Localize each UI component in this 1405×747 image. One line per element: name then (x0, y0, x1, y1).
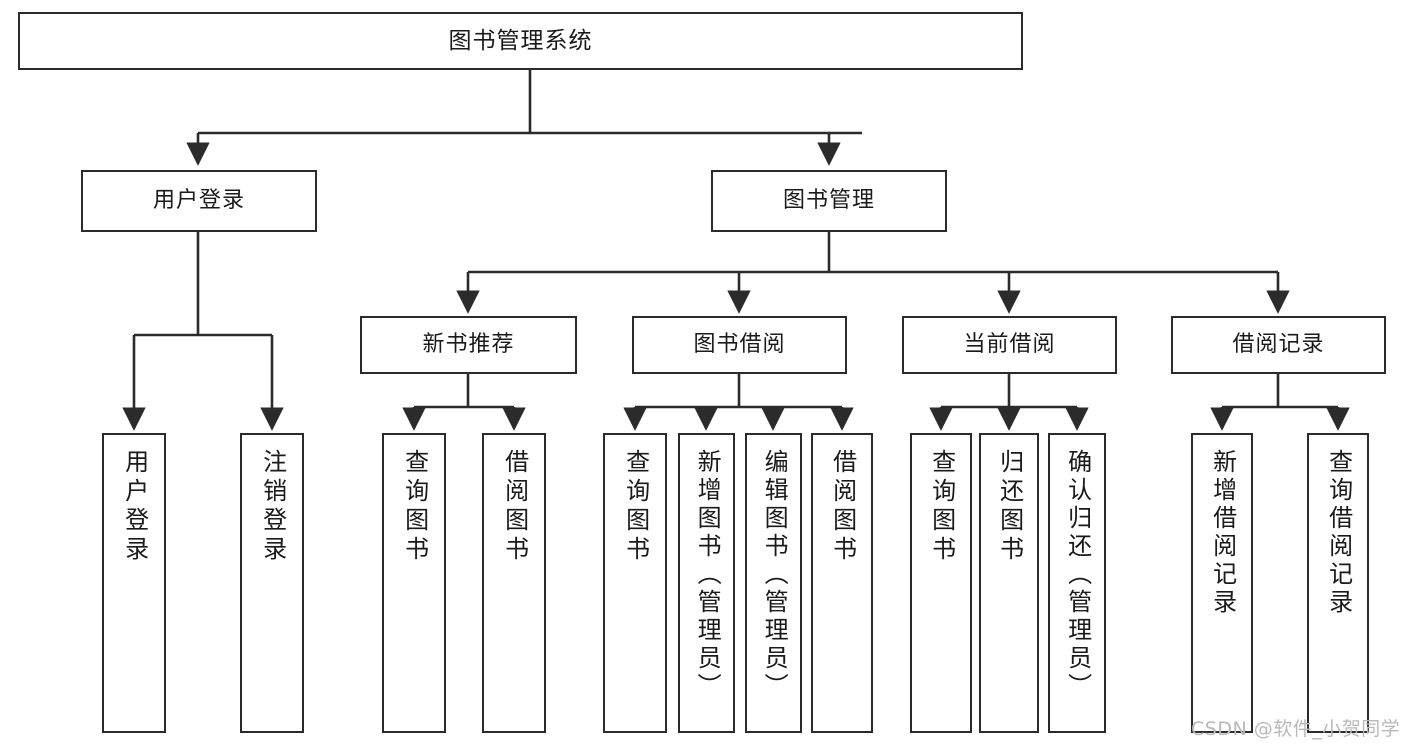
node-label: 归还图书 (995, 449, 1024, 565)
node-label: 图书借阅 (693, 332, 786, 357)
node-label: 新书推荐 (422, 332, 515, 357)
node-new-book-recommendation[interactable]: 新书推荐 (360, 316, 577, 374)
node-leaf-borrow-book-recommend[interactable]: 借阅图书 (482, 433, 546, 733)
node-leaf-borrow-book[interactable]: 借阅图书 (811, 433, 873, 733)
node-label: 图书管理 (782, 188, 875, 213)
node-leaf-query-borrow-record[interactable]: 查询借阅记录 (1307, 433, 1369, 733)
node-borrow-record[interactable]: 借阅记录 (1171, 316, 1386, 374)
node-label: 注销登录 (258, 449, 287, 565)
node-leaf-add-book-admin[interactable]: 新增图书（管理员） (678, 433, 735, 733)
node-label: 确认归还（管理员） (1063, 449, 1092, 701)
node-leaf-confirm-return-admin[interactable]: 确认归还（管理员） (1048, 433, 1106, 733)
node-leaf-add-borrow-record[interactable]: 新增借阅记录 (1191, 433, 1253, 733)
node-current-borrow[interactable]: 当前借阅 (902, 316, 1117, 374)
node-label: 查询图书 (621, 449, 650, 565)
node-label: 当前借阅 (963, 332, 1056, 357)
node-leaf-query-book-current[interactable]: 查询图书 (910, 433, 972, 733)
node-label: 借阅记录 (1232, 332, 1325, 357)
node-leaf-logout[interactable]: 注销登录 (240, 433, 304, 733)
node-label: 新增借阅记录 (1208, 449, 1237, 617)
node-label: 查询借阅记录 (1324, 449, 1353, 617)
node-leaf-return-book[interactable]: 归还图书 (979, 433, 1039, 733)
node-book-management[interactable]: 图书管理 (711, 170, 947, 232)
node-book-management-system[interactable]: 图书管理系统 (18, 12, 1023, 70)
node-leaf-query-book-recommend[interactable]: 查询图书 (382, 433, 446, 733)
node-leaf-edit-book-admin[interactable]: 编辑图书（管理员） (745, 433, 802, 733)
node-label: 图书管理系统 (448, 27, 593, 54)
node-label: 用户登录 (120, 449, 149, 565)
node-label: 查询图书 (927, 449, 956, 565)
node-user-login[interactable]: 用户登录 (81, 170, 317, 232)
node-leaf-user-login[interactable]: 用户登录 (102, 433, 166, 733)
node-label: 借阅图书 (500, 449, 529, 565)
node-book-borrow[interactable]: 图书借阅 (632, 316, 847, 374)
node-label: 编辑图书（管理员） (760, 449, 789, 701)
node-leaf-query-book-borrow[interactable]: 查询图书 (603, 433, 667, 733)
node-label: 新增图书（管理员） (693, 449, 722, 701)
node-label: 借阅图书 (828, 449, 857, 565)
node-label: 用户登录 (152, 188, 245, 213)
node-label: 查询图书 (400, 449, 429, 565)
